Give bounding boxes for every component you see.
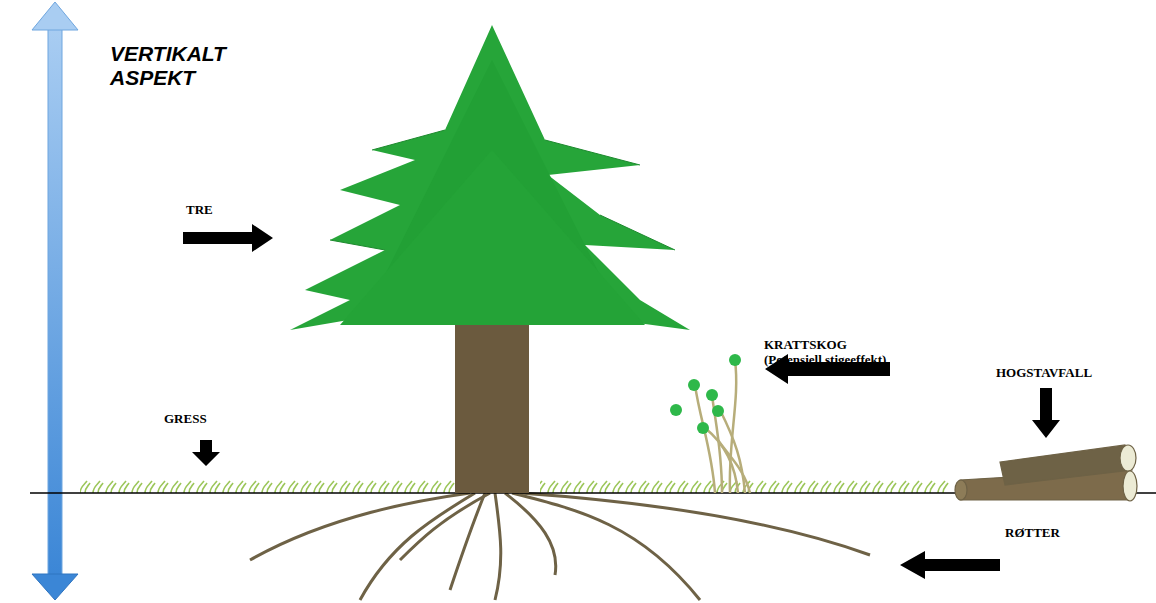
tree-trunk: [455, 315, 529, 493]
tree-branch-lines: [330, 130, 675, 250]
part-label: HOGSTAVFALL: [996, 366, 1092, 381]
part-label: KRATTSKOG: [764, 338, 847, 353]
roots: [250, 493, 870, 600]
shrub: [670, 354, 750, 493]
logs: [955, 445, 1137, 501]
pointer-arrows: [183, 224, 1060, 579]
part-label: GRESS: [164, 412, 207, 427]
vertical-arrow: [32, 2, 78, 600]
tree-crown: [290, 25, 690, 330]
part-note: (Potensiell stigeeffekt): [764, 353, 886, 368]
axis-title: VERTIKALT ASPEKT: [110, 42, 240, 90]
grass: [80, 478, 455, 493]
part-label: TRE: [186, 203, 213, 218]
part-label: RØTTER: [1005, 526, 1060, 541]
